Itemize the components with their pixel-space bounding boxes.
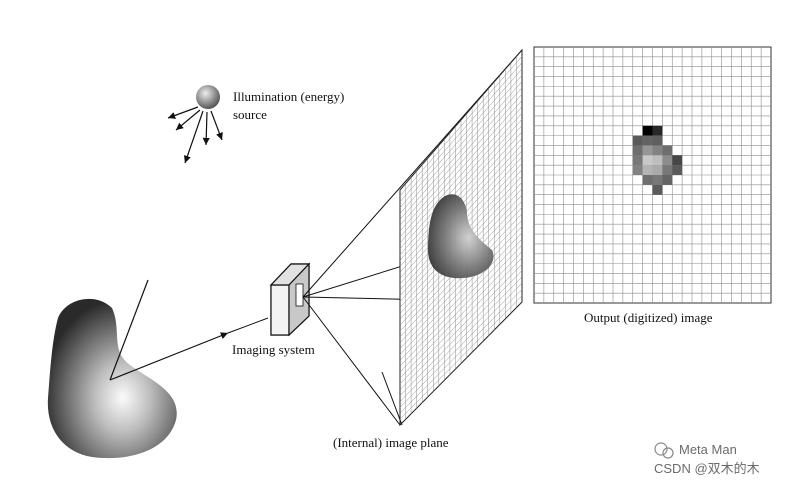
- internal-plane-label: (Internal) image plane: [333, 435, 449, 450]
- digitized-pixel: [652, 125, 663, 136]
- plane-grid-line: [399, 289, 523, 414]
- digitized-pixel: [642, 125, 653, 136]
- light-ray: [183, 110, 204, 164]
- light-source-sphere: [196, 85, 220, 109]
- digitized-pixel: [652, 165, 663, 175]
- plane-grid-line: [399, 251, 523, 379]
- watermark: Meta Man CSDN @双木的木: [654, 442, 760, 476]
- plane-grid-line: [399, 125, 523, 261]
- digitized-pixel: [662, 155, 673, 166]
- plane-grid-line: [399, 106, 523, 244]
- plane-grid-line: [399, 219, 523, 349]
- plane-grid-line: [399, 270, 523, 396]
- illumination-label: Illumination (energy): [233, 89, 344, 104]
- digitized-pixel: [642, 175, 653, 185]
- digitized-pixel: [632, 155, 643, 166]
- digitized-object-pixels: [632, 125, 683, 195]
- projected-blob: [428, 194, 494, 279]
- illumination-label-2: source: [233, 107, 267, 122]
- plane-grid-line: [399, 295, 523, 420]
- digitized-pixel: [642, 155, 653, 166]
- digitized-pixel: [662, 145, 673, 156]
- digitized-pixel: [662, 165, 673, 175]
- plane-grid-line: [399, 257, 523, 385]
- illumination-source: [167, 85, 223, 164]
- plane-label-pointer: [381, 371, 403, 426]
- ray-to-lens: [227, 317, 269, 334]
- plane-grid-line: [399, 119, 523, 255]
- wechat-icon-secondary: [662, 447, 674, 459]
- plane-grid-line: [399, 81, 523, 220]
- digitized-pixel: [662, 175, 673, 185]
- digitized-pixel: [642, 145, 653, 156]
- plane-grid-line: [399, 276, 523, 402]
- plane-grid-line: [399, 282, 523, 408]
- digitized-pixel: [652, 155, 663, 166]
- plane-grid-line: [399, 100, 523, 238]
- light-ray: [175, 109, 201, 131]
- plane-grid-line: [399, 232, 523, 361]
- plane-grid-line: [399, 75, 523, 214]
- plane-grid-line: [399, 68, 523, 208]
- imaging-system-box: [269, 262, 311, 337]
- output-image-label: Output (digitized) image: [584, 310, 713, 325]
- watermark-author: Meta Man: [679, 442, 737, 457]
- digitized-pixel: [642, 165, 653, 175]
- wechat-icon: [654, 442, 668, 456]
- light-ray: [202, 111, 210, 146]
- digitized-pixel: [632, 135, 643, 146]
- digitized-pixel: [632, 165, 643, 175]
- imaging-system-label: Imaging system: [232, 342, 315, 357]
- digitized-pixel: [642, 135, 653, 146]
- digitized-pixel: [652, 175, 663, 185]
- incident-ray: [109, 279, 149, 381]
- digitized-pixel: [652, 135, 663, 146]
- reflected-ray: [109, 332, 229, 381]
- digitized-pixel: [672, 155, 683, 166]
- plane-grid-line: [399, 87, 523, 226]
- light-ray: [210, 110, 223, 141]
- plane-grid-line: [399, 238, 523, 367]
- projection-line: [302, 296, 401, 426]
- plane-grid-line: [399, 56, 523, 197]
- plane-grid-line: [399, 245, 523, 373]
- light-ray: [167, 106, 199, 119]
- plane-grid-line: [399, 93, 523, 232]
- digitized-pixel: [652, 145, 663, 156]
- watermark-source: CSDN @双木的木: [654, 461, 760, 476]
- plane-grid-line: [399, 62, 523, 202]
- plane-grid-line: [399, 226, 523, 355]
- plane-grid-line: [399, 112, 523, 249]
- plane-grid-line: [399, 213, 523, 343]
- digitized-pixel: [652, 184, 663, 195]
- digitized-pixel: [672, 165, 683, 175]
- plane-grid-line: [399, 264, 523, 390]
- digitized-pixel: [632, 145, 643, 156]
